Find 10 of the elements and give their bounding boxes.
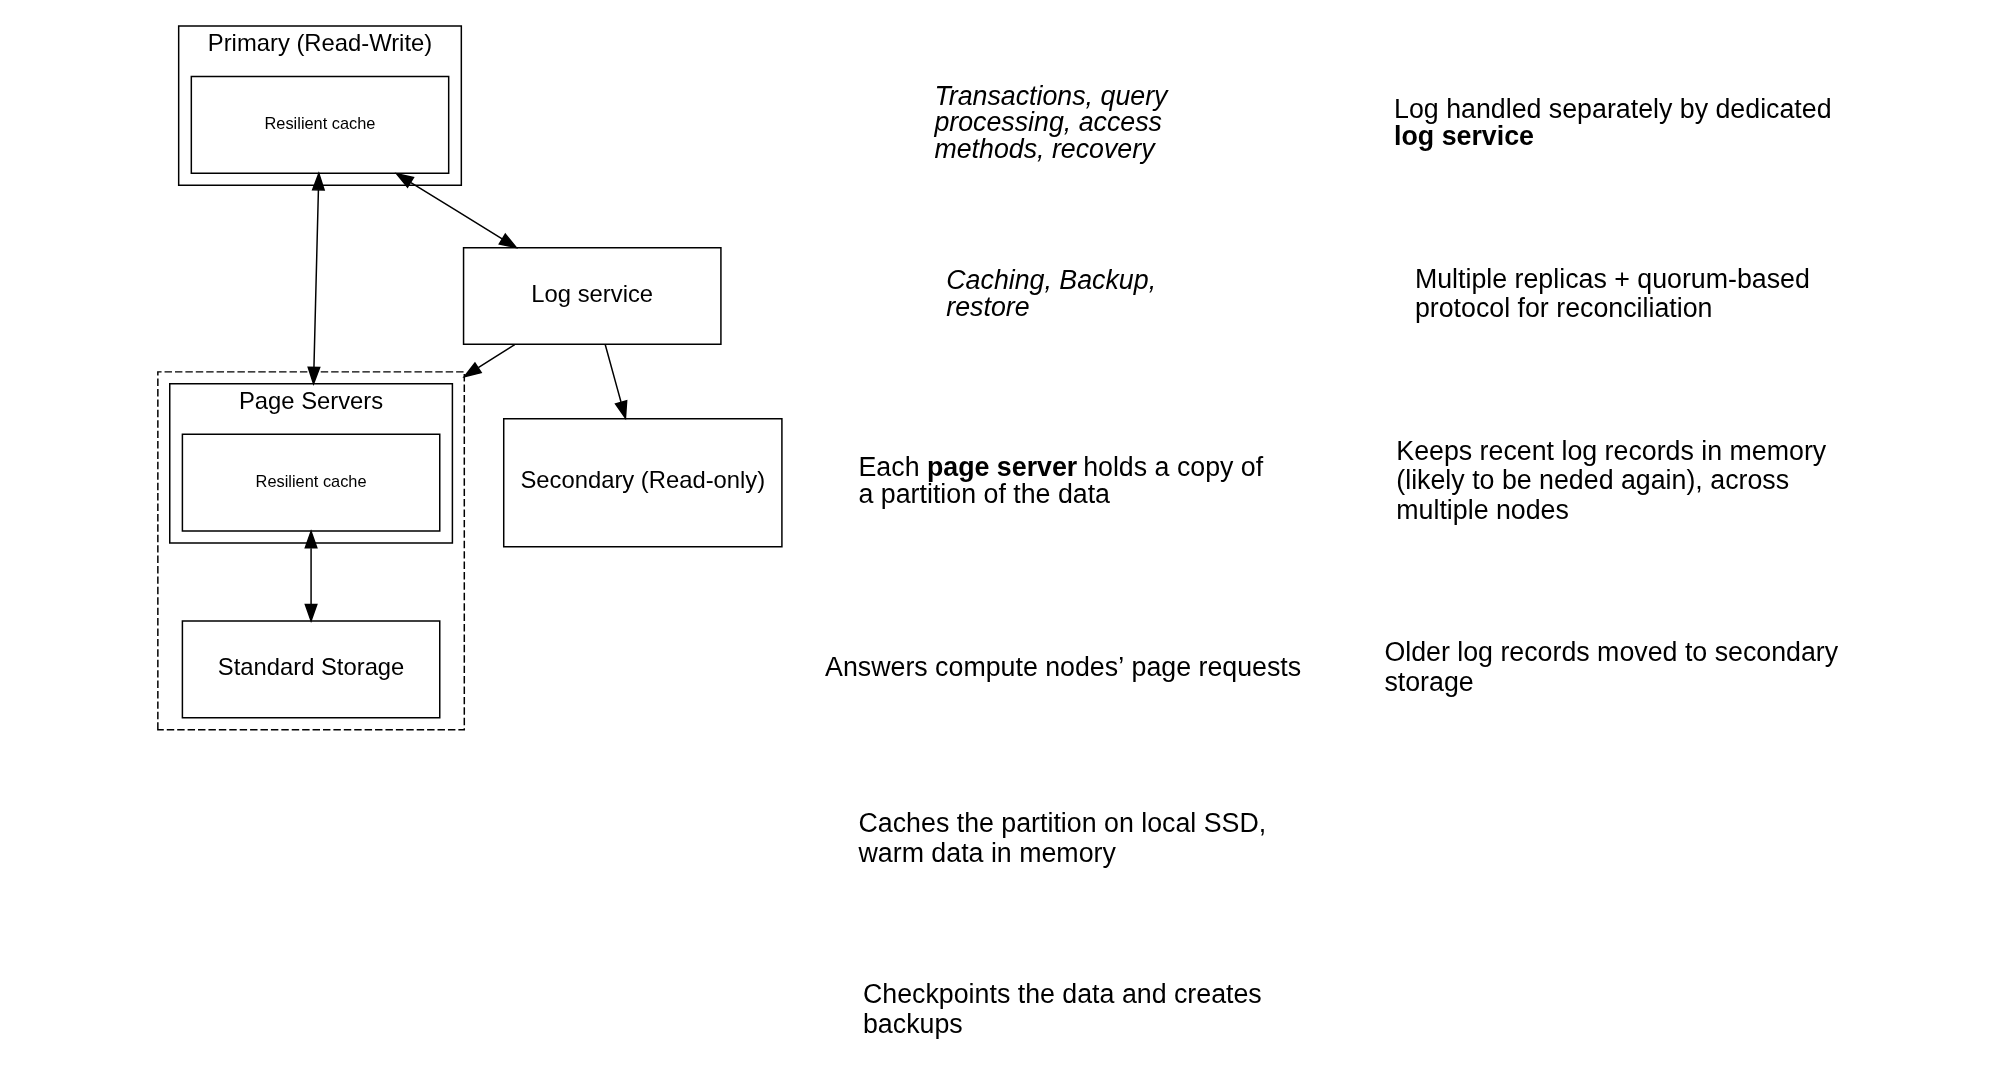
label: Multiple replicas + quorum-based protocol for reconciliation bbox=[1414, 263, 1810, 324]
label: Each page server holds a copy of a partition of the data bbox=[858, 451, 1263, 509]
label: Transactions, query processing, access methods, recovery bbox=[933, 80, 1167, 165]
label: Answers compute nodes’ page requests bbox=[824, 651, 1301, 682]
label: Caching, Backup, restore bbox=[945, 265, 1156, 322]
label: Keeps recent log records in memory (likely to be neded again), across multiple nodes bbox=[1395, 435, 1826, 525]
label: Checkpoints the data and creates backups bbox=[862, 979, 1262, 1039]
label: Log handled separately by dedicated log service bbox=[1393, 94, 1832, 151]
label: Older log records moved to secondary storage bbox=[1383, 637, 1838, 697]
label: Caches the partition on local SSD, warm data in memory bbox=[858, 808, 1266, 868]
